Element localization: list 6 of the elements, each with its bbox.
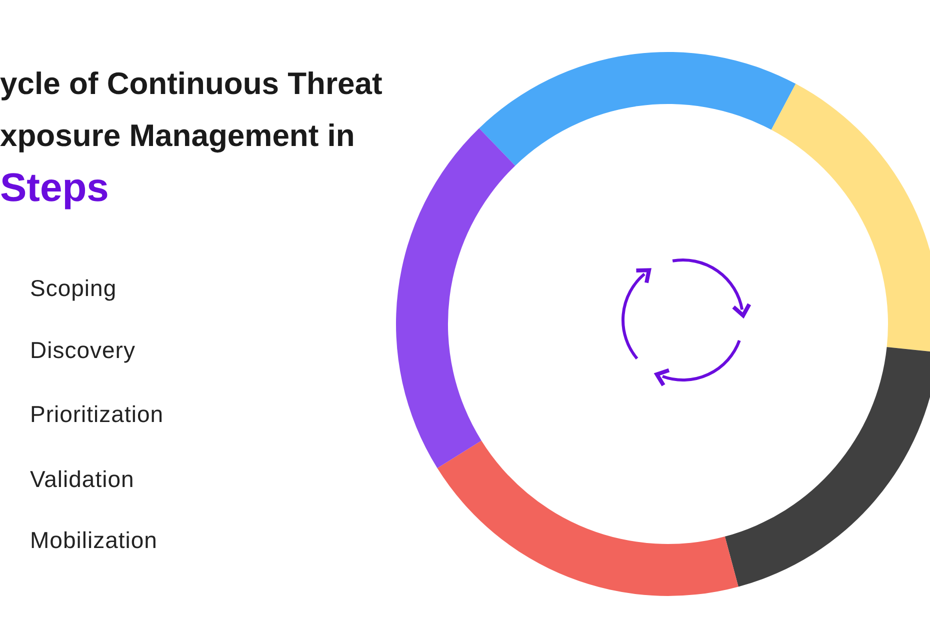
title: ycle of Continuous Threat xposure Management in Steps: [0, 65, 384, 212]
step-label: Mobilization: [30, 527, 158, 554]
step-label: Prioritization: [30, 401, 164, 428]
step-label: Validation: [30, 466, 134, 493]
step-label: Discovery: [30, 337, 136, 364]
step-label: Scoping: [30, 275, 117, 302]
